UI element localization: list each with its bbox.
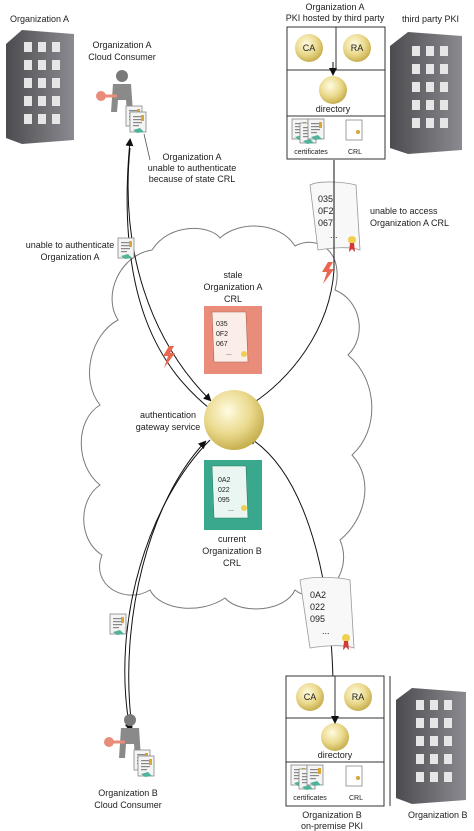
stale-entry-1: 035 — [216, 321, 228, 328]
stale-entry-2: 0F2 — [216, 331, 228, 338]
pki-b-ra-label: RA — [352, 692, 365, 702]
current-entry-1: 0A2 — [218, 477, 231, 484]
pki-b-scroll-entry-4: ... — [322, 626, 330, 636]
current-label-1: current — [218, 534, 247, 544]
gateway-to-org-b-arrow — [124, 439, 211, 732]
organization-a-title: Organization A — [10, 14, 69, 24]
pki-b-ca-sphere — [296, 683, 324, 711]
stale-label-3: CRL — [224, 294, 242, 304]
pki-a-ca-label: CA — [303, 43, 316, 53]
pki-a-to-gateway-link — [249, 160, 335, 406]
third-party-pki-building — [390, 32, 462, 154]
pki-b-certificates-label: certificates — [293, 795, 327, 802]
stale-entry-3: 067 — [216, 341, 228, 348]
organization-b-title: Organization B — [408, 810, 468, 820]
current-label-2: Organization B — [202, 546, 262, 556]
pki-b-scroll-entry-1: 0A2 — [310, 590, 326, 600]
pki-a-ra-sphere — [343, 34, 371, 62]
org-b-consumer-label-2: Cloud Consumer — [94, 800, 162, 810]
pki-b-label-2: on-premise PKI — [301, 821, 363, 831]
gateway-label-1: authentication — [140, 410, 196, 420]
key-icon — [96, 91, 117, 101]
org-b-to-gateway-arrow — [128, 440, 207, 729]
pki-b-crl-scroll — [299, 576, 355, 650]
pki-a-crl-label: CRL — [348, 149, 362, 156]
org-b-cloud-consumer-icon — [104, 714, 155, 778]
org-a-consumer-label-1: Organization A — [92, 40, 151, 50]
org-a-to-gateway-arrow-back — [127, 147, 212, 402]
left-document-icon — [117, 237, 135, 260]
current-entry-4: ... — [228, 506, 234, 513]
pki-a-crl-icon — [345, 119, 363, 141]
pki-b-crl-icon — [345, 765, 363, 787]
pki-a-scroll-entry-1: 035 — [318, 194, 333, 204]
pki-b-scroll-entry-2: 022 — [310, 602, 325, 612]
left-note-label-1: unable to authenticate — [26, 240, 115, 250]
stale-label-2: Organization A — [203, 282, 262, 292]
pki-a-certificates-label: certificates — [294, 149, 328, 156]
org-b-consumer-label-1: Organization B — [98, 788, 158, 798]
lower-document-icon — [109, 613, 127, 636]
current-crl-card — [204, 460, 262, 530]
pki-b-scroll-entry-3: 095 — [310, 614, 325, 624]
pki-b-directory-sphere — [321, 723, 349, 751]
key-icon — [104, 737, 125, 747]
pki-a-ra-label: RA — [351, 43, 364, 53]
pki-a-ca-sphere — [295, 34, 323, 62]
stale-label-1: stale — [223, 270, 242, 280]
pki-b-crl-label: CRL — [349, 795, 363, 802]
current-entry-2: 022 — [218, 487, 230, 494]
organization-b-building — [396, 688, 466, 804]
third-party-pki-label: third party PKI — [402, 14, 459, 24]
pki-b-directory-label: directory — [318, 750, 353, 760]
left-note-label-2: Organization A — [40, 252, 99, 262]
pki-b-ra-sphere — [344, 683, 372, 711]
gateway-label-2: gateway service — [136, 422, 201, 432]
pki-a-directory-sphere — [319, 76, 347, 104]
current-label-3: CRL — [223, 558, 241, 568]
org-a-unable-label-3: because of state CRL — [149, 174, 236, 184]
pki-a-title-2: PKI hosted by third party — [286, 13, 385, 23]
pki-a-directory-label: directory — [316, 104, 351, 114]
pki-a-box — [286, 26, 386, 160]
authentication-gateway-sphere — [204, 390, 264, 450]
current-entry-3: 095 — [218, 497, 230, 504]
stale-crl-card — [204, 306, 262, 374]
stale-entry-4: ... — [226, 350, 232, 357]
organization-a-building — [6, 30, 74, 144]
pki-b-ca-label: CA — [304, 692, 317, 702]
org-a-consumer-label-2: Cloud Consumer — [88, 52, 156, 62]
org-a-cloud-consumer-icon — [96, 70, 147, 134]
pki-b-box — [285, 675, 391, 807]
pki-a-crl-scroll — [309, 181, 361, 252]
access-label-1: unable to access — [370, 206, 438, 216]
pki-a-scroll-entry-3: 067 — [318, 218, 333, 228]
pki-b-label-1: Organization B — [302, 810, 362, 820]
access-label-2: Organization A CRL — [370, 218, 449, 228]
callout-line — [143, 133, 151, 161]
org-a-unable-label-2: unable to authenticate — [148, 163, 237, 173]
org-a-unable-label-1: Organization A — [162, 152, 221, 162]
pki-a-scroll-entry-2: 0F2 — [318, 206, 334, 216]
org-a-to-gateway-arrow — [125, 138, 215, 413]
pki-a-title-1: Organization A — [305, 2, 364, 12]
